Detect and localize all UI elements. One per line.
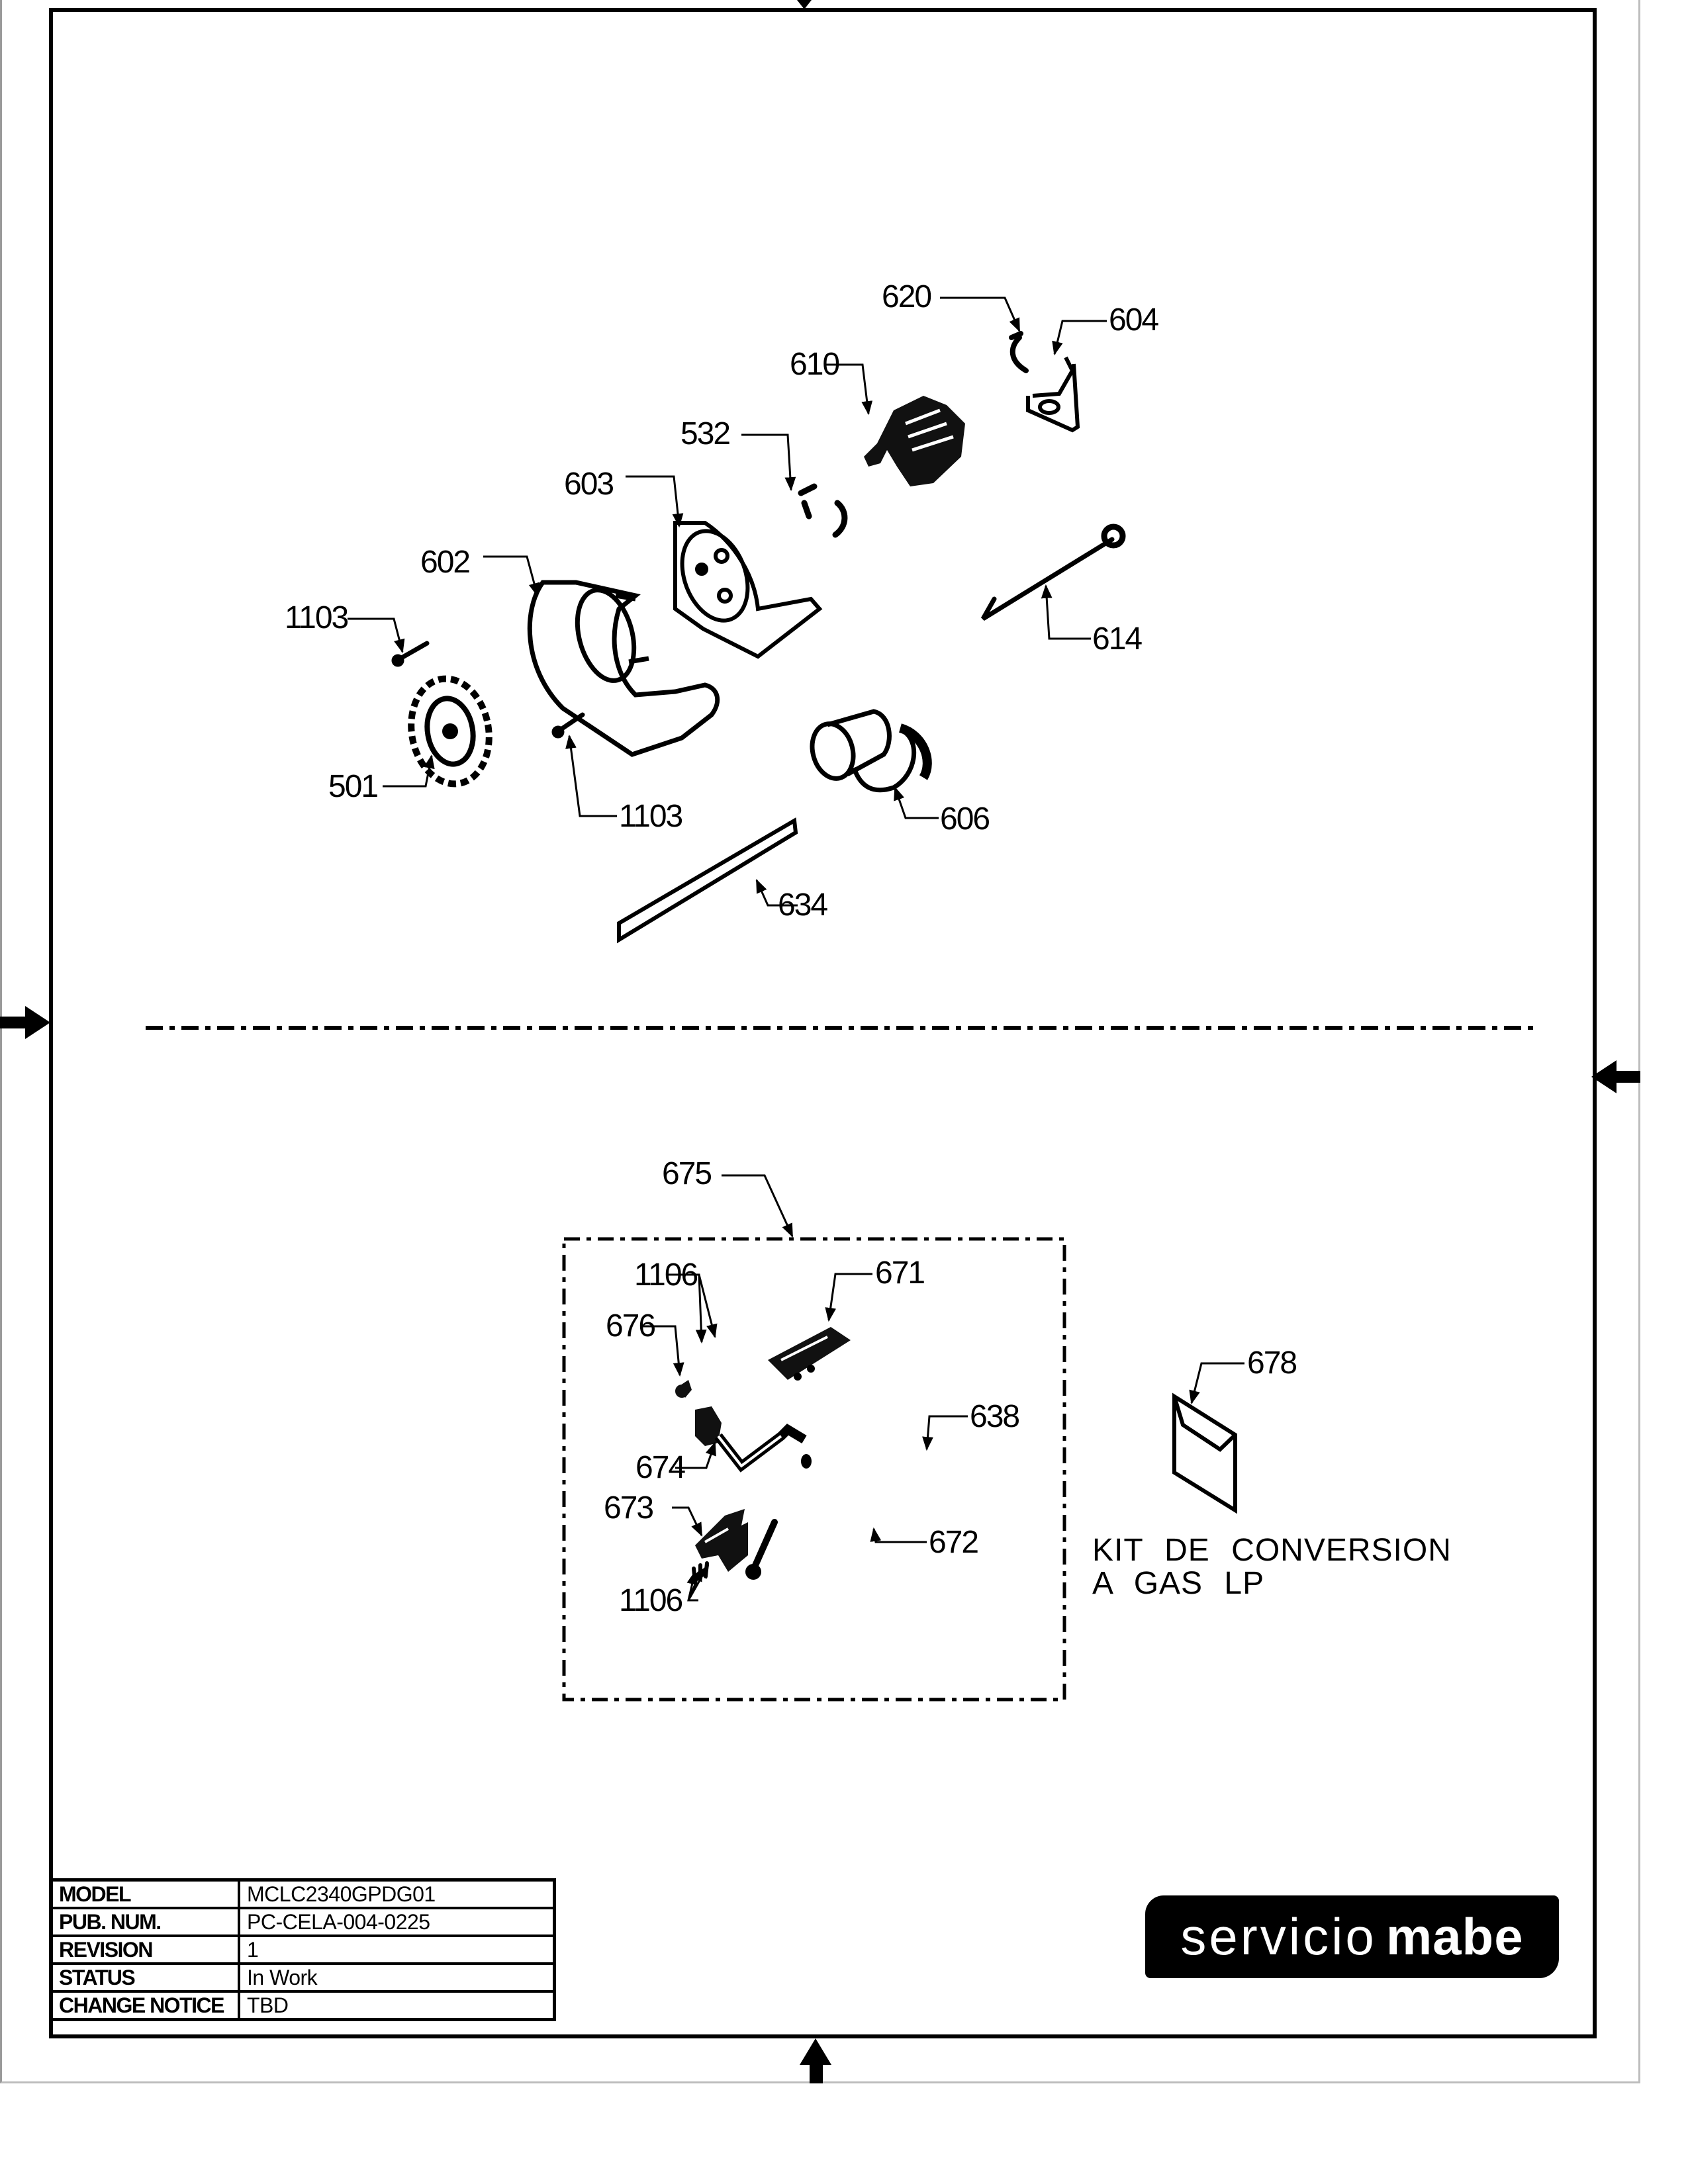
title-row-change-notice: CHANGE NOTICE TBD: [49, 1990, 556, 2021]
callout-672: 672: [929, 1525, 979, 1560]
part-674: [695, 1406, 807, 1473]
model-label: MODEL: [49, 1878, 240, 1909]
callout-678: 678: [1247, 1345, 1297, 1381]
down-arrow-icon: [797, 0, 812, 9]
status-value: In Work: [238, 1962, 556, 1993]
callout-501: 501: [328, 769, 379, 804]
callout-674: 674: [635, 1450, 686, 1485]
callout-532: 532: [680, 416, 731, 451]
part-1103-upper: [391, 641, 430, 667]
callout-634: 634: [778, 887, 828, 923]
part-673: [695, 1509, 748, 1572]
title-row-revision: REVISION 1: [49, 1934, 556, 1965]
callout-638: 638: [970, 1399, 1020, 1434]
callout-610: 610: [790, 347, 840, 382]
drawing-frame: [49, 8, 1597, 2038]
callout-1103-lower: 1103: [619, 799, 683, 834]
kit-group-boundary: [562, 1237, 1066, 1702]
callout-606: 606: [940, 801, 990, 837]
callout-673: 673: [604, 1490, 654, 1525]
part-638: [801, 1454, 812, 1469]
part-603: [673, 521, 823, 659]
kit-caption-line-1: KIT DE CONVERSION: [1092, 1533, 1452, 1568]
revision-label: REVISION: [49, 1934, 240, 1965]
part-620: [1009, 331, 1029, 373]
part-501: [408, 675, 492, 788]
callout-602: 602: [420, 545, 471, 580]
callout-1103-upper: 1103: [285, 600, 349, 635]
servicio-mabe-logo: servicio mabe: [1145, 1895, 1559, 1978]
part-1103-lower: [551, 712, 585, 739]
pub-num-label: PUB. NUM.: [49, 1907, 240, 1937]
leader-lines: [348, 296, 1244, 1602]
model-value: MCLC2340GPDG01: [238, 1878, 556, 1909]
part-606: [810, 709, 932, 793]
part-676: [675, 1380, 692, 1398]
part-634: [617, 817, 798, 944]
callout-603: 603: [564, 467, 614, 502]
part-672: [745, 1519, 778, 1580]
logo-text-mabe: mabe: [1385, 1907, 1524, 1966]
part-532: [798, 483, 848, 538]
callout-1106-lower: 1106: [619, 1583, 683, 1618]
status-label: STATUS: [49, 1962, 240, 1993]
change-notice-label: CHANGE NOTICE: [49, 1990, 240, 2021]
up-arrow-icon: [800, 2038, 831, 2083]
revision-value: 1: [238, 1934, 556, 1965]
drawing-sheet: [0, 0, 1640, 2083]
part-678: [1172, 1392, 1237, 1514]
part-604: [1026, 356, 1080, 433]
title-row-status: STATUS In Work: [49, 1962, 556, 1993]
callout-614: 614: [1092, 621, 1143, 657]
change-notice-value: TBD: [238, 1990, 556, 2021]
part-614: [980, 523, 1126, 621]
callout-604: 604: [1109, 302, 1159, 338]
callout-675: 675: [662, 1156, 712, 1191]
part-602: [527, 580, 720, 757]
kit-caption-line-2: A GAS LP: [1092, 1566, 1265, 1601]
pub-num-value: PC-CELA-004-0225: [238, 1907, 556, 1937]
callout-676: 676: [606, 1308, 656, 1343]
logo-text-servicio: servicio: [1180, 1907, 1377, 1966]
part-671: [768, 1327, 851, 1381]
title-row-model: MODEL MCLC2340GPDG01: [49, 1878, 556, 1909]
title-block: MODEL MCLC2340GPDG01 PUB. NUM. PC-CELA-0…: [49, 1878, 556, 2021]
callout-671: 671: [875, 1255, 925, 1291]
callout-620: 620: [882, 279, 932, 314]
title-row-pub-num: PUB. NUM. PC-CELA-004-0225: [49, 1907, 556, 1937]
left-arrow-icon: [1591, 1060, 1640, 1093]
part-610: [864, 396, 965, 486]
right-arrow-icon: [0, 1006, 50, 1039]
callout-1106-upper: 1106: [634, 1257, 698, 1293]
